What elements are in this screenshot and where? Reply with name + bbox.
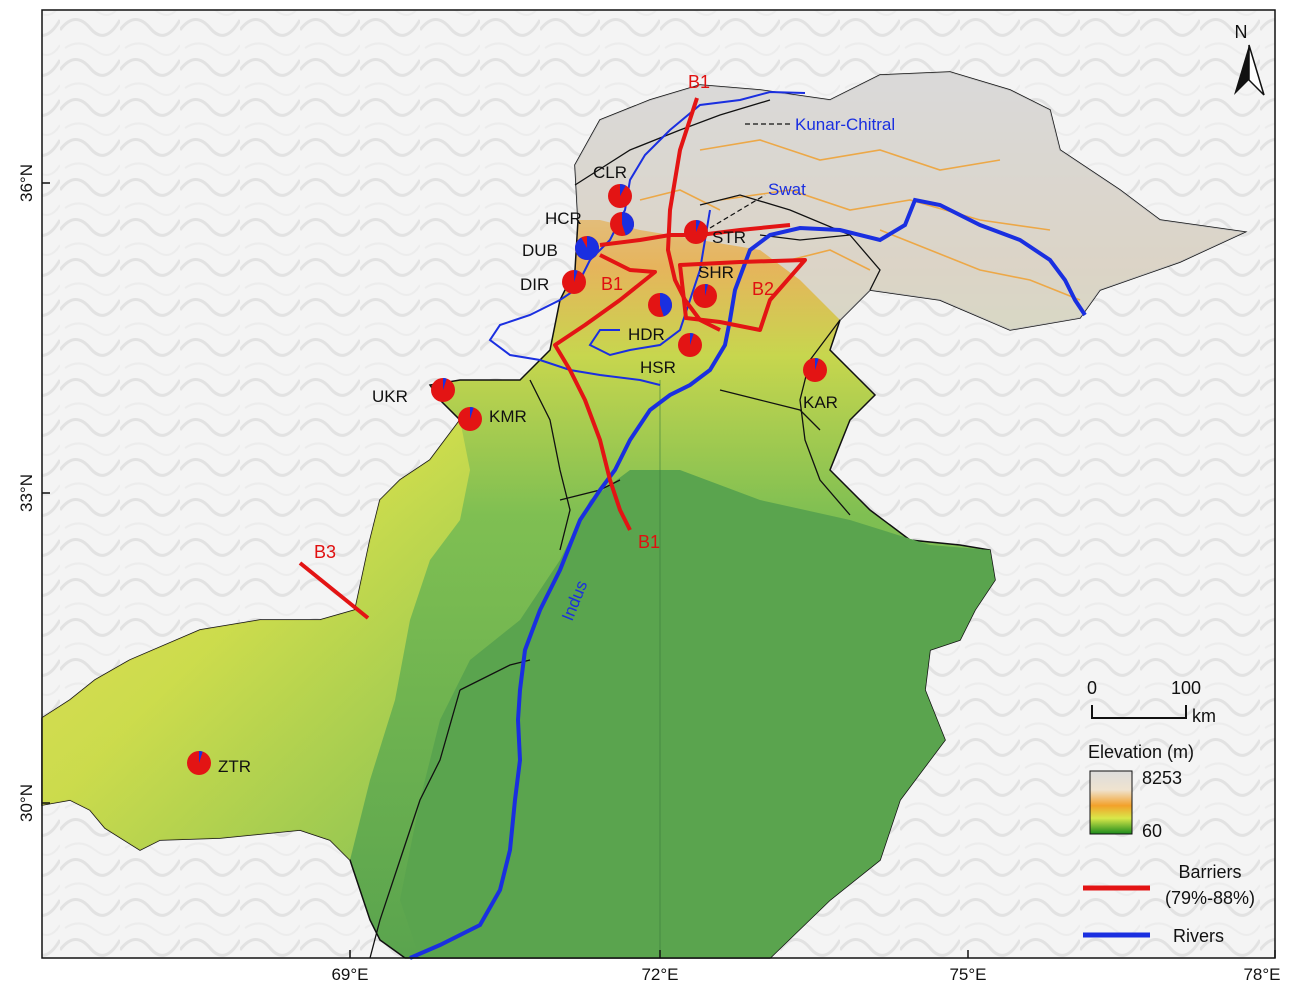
pie-minor-slice <box>660 292 672 317</box>
pie-minor-slice <box>622 212 634 236</box>
swat-leader <box>709 194 766 229</box>
pie-dub <box>574 236 599 261</box>
barrier-lines <box>298 97 807 620</box>
pie-dir <box>562 270 586 294</box>
scale-unit: km <box>1192 706 1216 726</box>
north-label: N <box>1235 22 1248 42</box>
boundaries <box>369 99 881 959</box>
barriers-range: (79%-88%) <box>1165 888 1255 908</box>
pie-minor-slice <box>696 220 701 232</box>
pie-minor-slice <box>620 184 626 196</box>
pie-shr <box>693 284 717 308</box>
site-label-hcr: HCR <box>545 209 582 228</box>
pie-kar <box>803 358 827 382</box>
site-label-hsr: HSR <box>640 358 676 377</box>
swat-label: Swat <box>768 180 806 199</box>
pie-minor-slice <box>574 270 578 282</box>
barrier-b2 <box>678 258 807 332</box>
elevation-min: 60 <box>1142 821 1162 841</box>
pie-minor-slice <box>574 236 599 261</box>
barrier-label-b3: B3 <box>314 542 336 562</box>
pie-minor-slice <box>690 333 694 345</box>
swat-river <box>588 209 711 357</box>
lon-tick-69: 69°E <box>331 965 368 984</box>
pie-minor-slice <box>705 284 708 296</box>
pie-hcr <box>610 212 634 236</box>
pie-minor-slice <box>443 378 447 390</box>
axis-ticks <box>42 182 1276 958</box>
scale-zero: 0 <box>1087 678 1097 698</box>
site-label-ukr: UKR <box>372 387 408 406</box>
legend: 0 100 km Elevation (m) 8253 60 Barriers … <box>1083 678 1255 946</box>
barrier-b1 <box>666 97 721 332</box>
barriers-label: Barriers <box>1178 862 1241 882</box>
scale-max: 100 <box>1171 678 1201 698</box>
balochistan-plateau <box>42 420 470 860</box>
pie-minor-slice <box>470 407 474 419</box>
northern-highlands <box>575 72 1245 330</box>
north-arrow: N <box>1234 22 1265 96</box>
lat-tick-30: 30°N <box>17 784 36 822</box>
pie-clr <box>608 184 632 208</box>
scale-bar <box>1091 705 1187 719</box>
site-label-ztr: ZTR <box>218 757 251 776</box>
lon-tick-72: 72°E <box>641 965 678 984</box>
map-frame <box>41 9 1276 959</box>
site-label-kmr: KMR <box>489 407 527 426</box>
elevation-ramp <box>1089 770 1133 835</box>
site-label-dir: DIR <box>520 275 549 294</box>
rivers-label: Rivers <box>1173 926 1224 946</box>
population-pies <box>187 184 827 775</box>
barrier-label-b1-north: B1 <box>688 72 710 92</box>
site-label-str: STR <box>712 228 746 247</box>
lon-tick-75: 75°E <box>949 965 986 984</box>
site-label-shr: SHR <box>698 263 734 282</box>
site-labels: CLR HCR DUB DIR STR SHR HDR HSR KAR UKR … <box>218 163 838 776</box>
elevation-max: 8253 <box>1142 768 1182 788</box>
site-label-dub: DUB <box>522 241 558 260</box>
barrier-b3 <box>298 561 370 620</box>
elevation-title: Elevation (m) <box>1088 742 1194 762</box>
site-label-hdr: HDR <box>628 325 665 344</box>
pie-minor-slice <box>815 358 819 370</box>
pie-hdr <box>648 292 672 317</box>
pie-str <box>684 220 708 244</box>
site-label-clr: CLR <box>593 163 627 182</box>
pie-kmr <box>458 407 482 431</box>
site-label-kar: KAR <box>803 393 838 412</box>
barrier-label-b2: B2 <box>752 279 774 299</box>
indus-river <box>409 197 1087 960</box>
lat-tick-36: 36°N <box>17 164 36 202</box>
barrier-label-b1-south: B1 <box>638 532 660 552</box>
barrier-label-b1-mid: B1 <box>601 274 623 294</box>
kunar-chitral-label: Kunar-Chitral <box>795 115 895 134</box>
barrier-b1-south <box>553 253 657 531</box>
pie-ukr <box>431 378 455 402</box>
lat-tick-33: 33°N <box>17 474 36 512</box>
pie-ztr <box>187 751 211 775</box>
pie-minor-slice <box>199 751 203 763</box>
lon-tick-78: 78°E <box>1243 965 1280 984</box>
pie-hsr <box>678 333 702 357</box>
north-arrow-icon <box>1234 45 1249 95</box>
